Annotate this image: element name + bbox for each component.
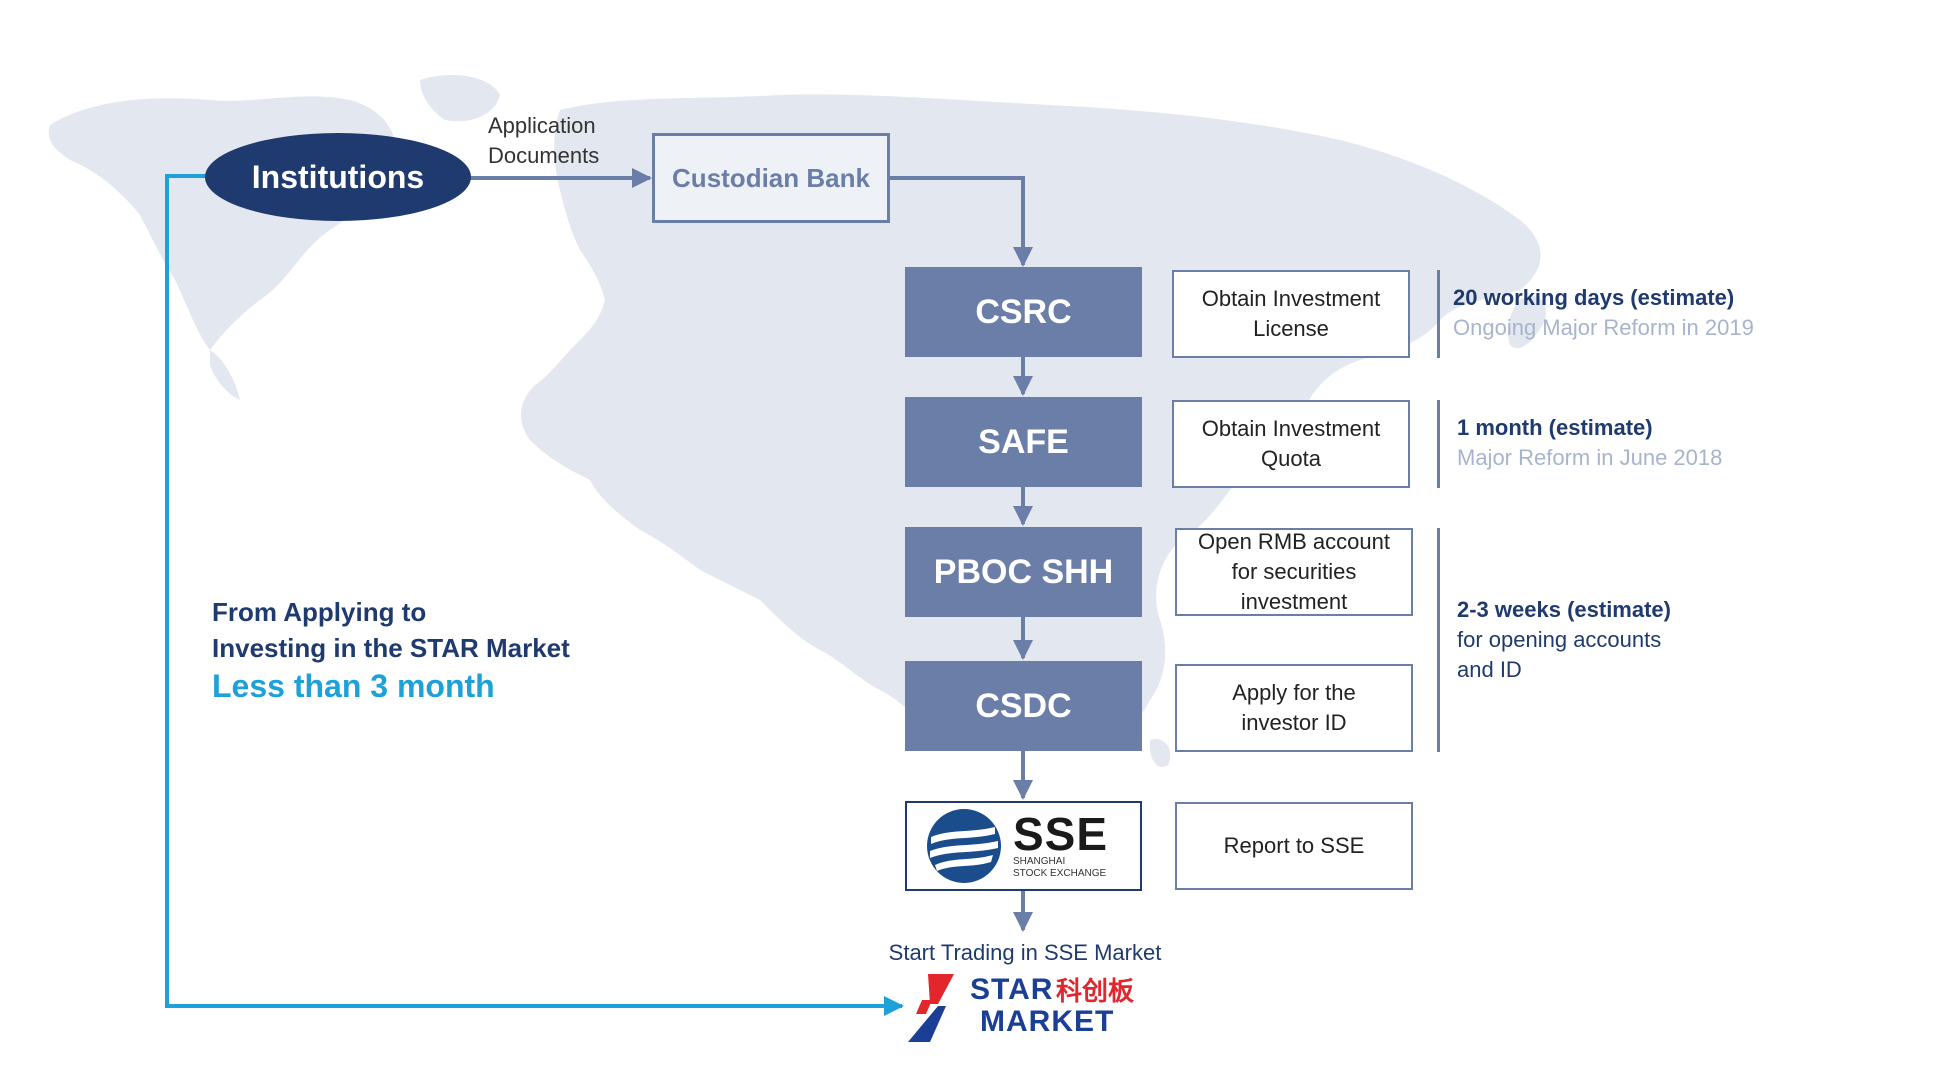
sse-logo-box: SSE SHANGHAI STOCK EXCHANGE — [905, 801, 1142, 891]
timeline-accounts-main: 2-3 weeks (estimate) — [1457, 597, 1671, 622]
summary-line1: From Applying to — [212, 597, 427, 627]
pboc-shh-label: PBOC SHH — [933, 552, 1114, 591]
institutions-node: Institutions — [205, 133, 471, 221]
timeline-safe: 1 month (estimate) Major Reform in June … — [1457, 413, 1877, 473]
step-report-to-sse: Report to SSE — [1175, 802, 1413, 890]
summary-line2: Investing in the STAR Market — [212, 633, 570, 663]
timeline-bar-csrc — [1437, 270, 1440, 358]
timeline-csrc: 20 working days (estimate) Ongoing Major… — [1453, 283, 1873, 343]
timeline-accounts-sub2: and ID — [1457, 657, 1522, 682]
star-market-emblem-icon — [908, 974, 954, 1042]
timeline-bar-safe — [1437, 400, 1440, 488]
step-open-rmb-account: Open RMB account for securities investme… — [1175, 528, 1413, 616]
sse-abbr: SSE — [1013, 808, 1109, 860]
summary-accent: Less than 3 month — [212, 668, 495, 704]
timeline-csrc-sub: Ongoing Major Reform in 2019 — [1453, 315, 1754, 340]
safe-node: SAFE — [905, 397, 1142, 487]
step-apply-investor-id: Apply for the investor ID — [1175, 664, 1413, 752]
timeline-accounts: 2-3 weeks (estimate) for opening account… — [1457, 595, 1877, 685]
star-market-logo: STAR 科创板 MARKET — [908, 972, 1148, 1044]
arrow-custodian-to-csrc — [888, 176, 1033, 267]
sse-emblem-icon — [927, 809, 1001, 883]
timeline-safe-sub: Major Reform in June 2018 — [1457, 445, 1723, 470]
star-market-star: STAR — [970, 973, 1054, 1006]
sse-wordmark: SSE SHANGHAI STOCK EXCHANGE — [1013, 808, 1109, 880]
summary-block: From Applying to Investing in the STAR M… — [212, 594, 672, 706]
arrow-institutions-to-star-market — [165, 174, 904, 1016]
csdc-label: CSDC — [975, 686, 1072, 725]
application-documents-label: Application Documents — [488, 113, 600, 168]
step-obtain-license: Obtain Investment License — [1172, 270, 1410, 358]
custodian-bank-label: Custodian Bank — [672, 162, 870, 193]
custodian-bank-node: Custodian Bank — [652, 133, 890, 223]
timeline-bar-accounts — [1437, 528, 1440, 752]
timeline-accounts-sub1: for opening accounts — [1457, 627, 1662, 652]
sse-line1: SHANGHAI — [1013, 856, 1066, 867]
institutions-label: Institutions — [251, 158, 425, 195]
step-obtain-quota: Obtain Investment Quota — [1172, 400, 1410, 488]
star-market-market: MARKET — [980, 1005, 1115, 1038]
timeline-csrc-main: 20 working days (estimate) — [1453, 285, 1735, 310]
csdc-node: CSDC — [905, 661, 1142, 751]
csrc-node: CSRC — [905, 267, 1142, 357]
timeline-safe-main: 1 month (estimate) — [1457, 415, 1653, 440]
start-trading-label: Start Trading in SSE Market — [888, 940, 1162, 965]
star-market-chinese: 科创板 — [1056, 976, 1135, 1006]
csrc-label: CSRC — [975, 292, 1072, 331]
safe-label: SAFE — [978, 422, 1069, 461]
sse-line2: STOCK EXCHANGE — [1013, 868, 1107, 879]
pboc-shh-node: PBOC SHH — [905, 527, 1142, 617]
